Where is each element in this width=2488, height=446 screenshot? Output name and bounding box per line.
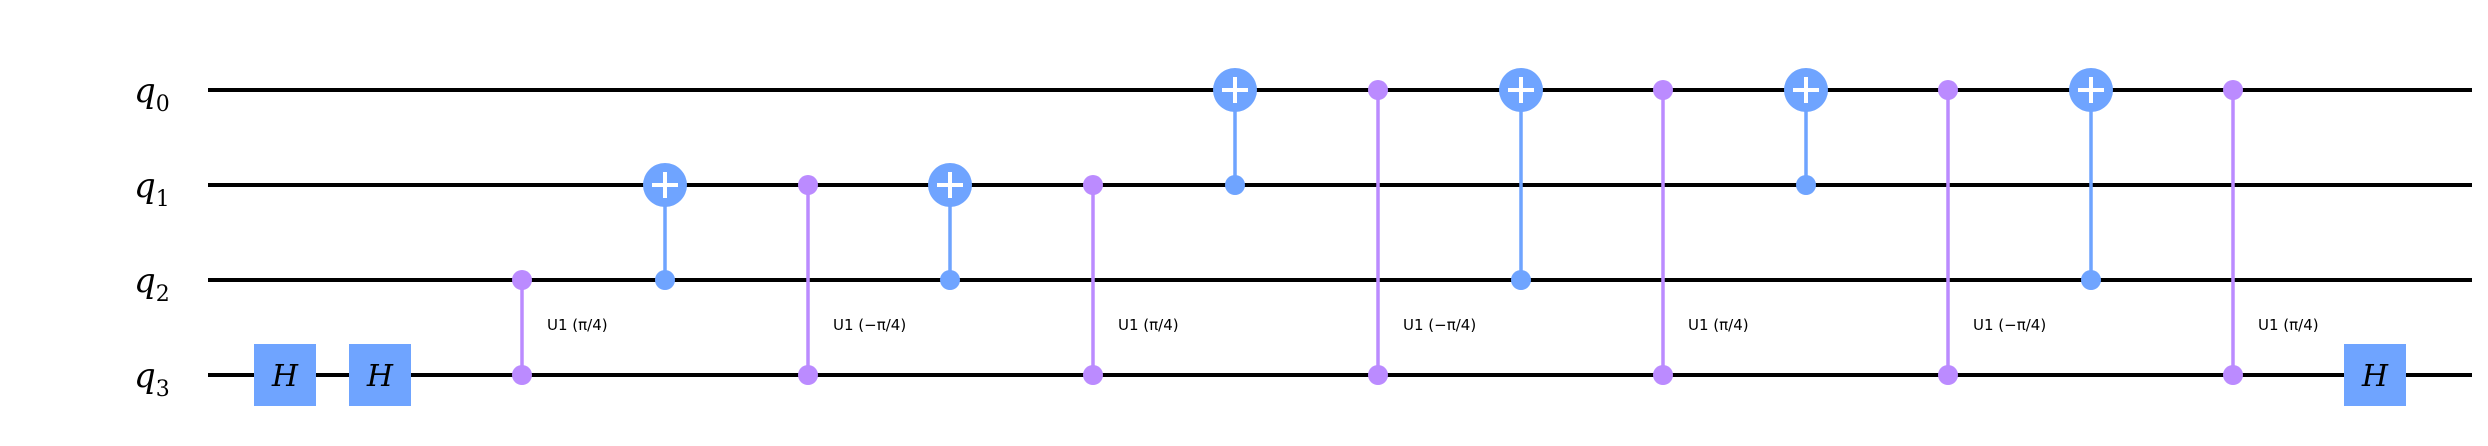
qubit-label-letter: q — [134, 71, 156, 111]
cx-gate-3 — [643, 163, 687, 290]
cu1-gate-label: U1 (π/4) — [2258, 316, 2319, 334]
cx-gate-7 — [1213, 68, 1257, 195]
cu1-gate-6: U1 (π/4) — [1083, 175, 1179, 385]
cx-gate-13 — [2069, 68, 2113, 290]
cu1-gate-14: U1 (π/4) — [2223, 80, 2319, 385]
qubit-label-letter: q — [134, 356, 156, 396]
cu1-gate-label: U1 (−π/4) — [833, 316, 906, 334]
h-gate-0: H — [254, 344, 316, 406]
cx-gate-11 — [1784, 68, 1828, 195]
qubit-label-index: 3 — [156, 377, 170, 402]
cu1-control-dot — [798, 175, 818, 195]
qubit-label-q0: q0 — [134, 71, 170, 117]
h-gate-15: H — [2344, 344, 2406, 406]
cu1-control-dot — [1368, 365, 1388, 385]
cu1-control-dot — [1083, 175, 1103, 195]
qubit-label-q3: q3 — [134, 356, 170, 402]
cu1-gate-label: U1 (−π/4) — [1973, 316, 2046, 334]
cu1-gate-4: U1 (−π/4) — [798, 175, 906, 385]
cnot-control-dot — [1225, 175, 1245, 195]
cu1-control-dot — [512, 365, 532, 385]
cx-gate-5 — [928, 163, 972, 290]
cu1-control-dot — [1653, 365, 1673, 385]
cnot-control-dot — [1511, 270, 1531, 290]
cu1-gate-8: U1 (−π/4) — [1368, 80, 1476, 385]
cu1-gate-12: U1 (−π/4) — [1938, 80, 2046, 385]
qubit-label-letter: q — [134, 261, 156, 301]
qubit-label-letter: q — [134, 166, 156, 206]
hadamard-gate-box — [349, 344, 411, 406]
qubit-label-q1: q1 — [134, 166, 170, 212]
cu1-control-dot — [798, 365, 818, 385]
cu1-gate-label: U1 (π/4) — [1118, 316, 1179, 334]
hadamard-gate-label: H — [271, 359, 299, 394]
cu1-control-dot — [1368, 80, 1388, 100]
cu1-control-dot — [1938, 80, 1958, 100]
cnot-control-dot — [1796, 175, 1816, 195]
cu1-control-dot — [1653, 80, 1673, 100]
qubit-label-q2: q2 — [134, 261, 170, 307]
hadamard-gate-box — [254, 344, 316, 406]
circuit-operations: H H U1 (π/4) U1 (−π/4) U1 (π/4) U1 (−π/4) U1 (… — [254, 68, 2406, 406]
cu1-control-dot — [2223, 80, 2243, 100]
cu1-control-dot — [2223, 365, 2243, 385]
cu1-control-dot — [1938, 365, 1958, 385]
cnot-control-dot — [2081, 270, 2101, 290]
qubit-label-index: 0 — [156, 92, 170, 117]
cu1-gate-10: U1 (π/4) — [1653, 80, 1749, 385]
qubit-label-index: 2 — [156, 282, 170, 307]
h-gate-1: H — [349, 344, 411, 406]
cu1-control-dot — [1083, 365, 1103, 385]
cu1-gate-label: U1 (π/4) — [547, 316, 608, 334]
cx-gate-9 — [1499, 68, 1543, 290]
cu1-gate-label: U1 (π/4) — [1688, 316, 1749, 334]
cnot-control-dot — [655, 270, 675, 290]
cu1-control-dot — [512, 270, 532, 290]
qubit-label-index: 1 — [156, 187, 170, 212]
hadamard-gate-label: H — [2361, 359, 2389, 394]
cu1-gate-2: U1 (π/4) — [512, 270, 608, 385]
hadamard-gate-label: H — [366, 359, 394, 394]
hadamard-gate-box — [2344, 344, 2406, 406]
cu1-gate-label: U1 (−π/4) — [1403, 316, 1476, 334]
cnot-control-dot — [940, 270, 960, 290]
